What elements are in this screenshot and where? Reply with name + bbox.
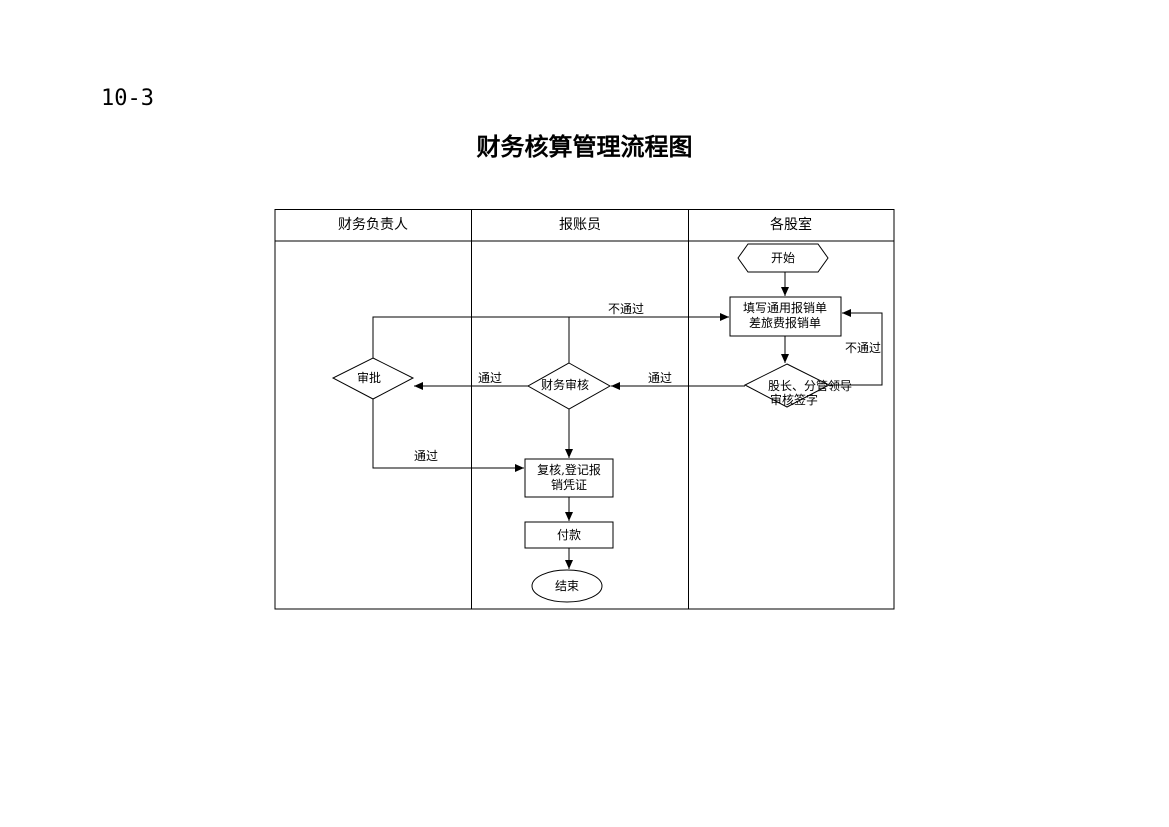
recheck-node: 复核,登记报 销凭证 [524,458,614,498]
section-review-label-line1: 股长、分管领导 [768,378,852,393]
edge-label-reject-top: 不通过 [608,302,644,316]
edge-label-pass-section: 通过 [648,371,672,385]
pay-label: 付款 [557,528,581,542]
edge-label-reject-right: 不通过 [845,341,881,355]
finance-review-node: 财务审核 [526,362,612,410]
recheck-label-line1: 复核,登记报 [537,462,601,477]
edge-approve-to-recheck [372,399,524,472]
edge-section-reject-loop [829,309,883,386]
edge-approve-reject-top [372,313,729,358]
start-label: 开始 [771,251,795,265]
approve-label: 审批 [357,370,381,385]
end-label: 结束 [555,579,579,593]
recheck-label-line2: 销凭证 [551,477,587,492]
page-number: 10-3 [101,86,154,111]
swimlane-frame [274,209,895,610]
section-review-node: 股长、分管领导 审核签字 [743,363,852,408]
section-review-label-line2: 审核签字 [770,392,818,407]
approve-node: 审批 [331,357,415,400]
edge-label-pass-finance: 通过 [478,371,502,385]
lane-header-accountant: 报账员 [559,217,601,233]
pay-node: 付款 [524,521,614,549]
fill-form-node: 填写通用报销单 差旅费报销单 [729,296,842,337]
end-node: 结束 [531,569,603,603]
finance-review-label: 财务审核 [541,377,589,392]
lane-header-finance-head: 财务负责人 [338,217,408,233]
edge-label-pass-approve: 通过 [414,449,438,463]
fill-form-label-line2: 差旅费报销单 [749,315,821,330]
lane-header-departments: 各股室 [770,216,812,233]
start-node: 开始 [737,243,829,273]
fill-form-label-line1: 填写通用报销单 [743,300,827,315]
page-title: 财务核算管理流程图 [476,132,693,161]
